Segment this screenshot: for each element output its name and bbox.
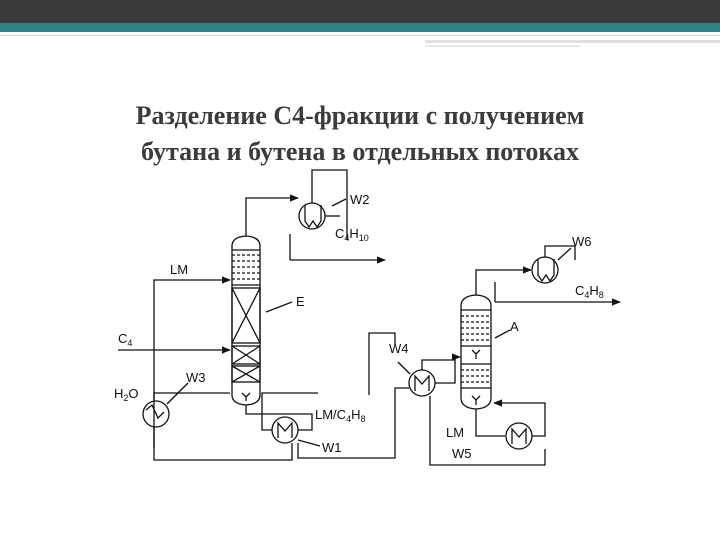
condenser-w6 xyxy=(531,256,559,284)
heater-w4 xyxy=(408,369,436,397)
top-bar xyxy=(0,0,720,27)
label-e: E xyxy=(296,294,305,309)
column-e xyxy=(231,235,261,406)
slide-title-line2: бутана и бутена в отдельных потоках xyxy=(141,137,579,166)
slide-title: Разделение С4-фракции с получением бутан… xyxy=(40,98,680,170)
label-a: A xyxy=(510,319,519,334)
reboiler-w5 xyxy=(505,422,533,450)
piping-column-e xyxy=(118,169,409,461)
label-c4h8: C4H8 xyxy=(575,283,604,300)
label-h2o: H2O xyxy=(114,386,139,403)
piping-column-a xyxy=(421,245,621,466)
label-w4: W4 xyxy=(389,341,409,356)
label-w6: W6 xyxy=(572,234,592,249)
label-lm-bottom: LM xyxy=(446,425,464,440)
condenser-w2 xyxy=(298,202,326,230)
label-lm-top: LM xyxy=(170,262,188,277)
slide-title-line1: Разделение С4-фракции с получением xyxy=(135,101,585,130)
column-a xyxy=(460,294,492,410)
top-decor-line xyxy=(425,40,720,43)
label-w5: W5 xyxy=(452,446,472,461)
label-w1: W1 xyxy=(322,440,342,455)
reboiler-w1 xyxy=(271,416,299,444)
label-w3: W3 xyxy=(186,370,206,385)
label-c4: C4 xyxy=(118,331,132,348)
label-w2: W2 xyxy=(350,192,370,207)
label-lm-c4h8: LM/C4H8 xyxy=(315,407,365,424)
cooler-w3 xyxy=(142,400,170,428)
label-c4h10: C4H10 xyxy=(335,226,369,243)
top-divider-line xyxy=(0,35,720,36)
top-decor-line-short xyxy=(425,45,580,47)
top-accent-bar xyxy=(0,23,720,32)
